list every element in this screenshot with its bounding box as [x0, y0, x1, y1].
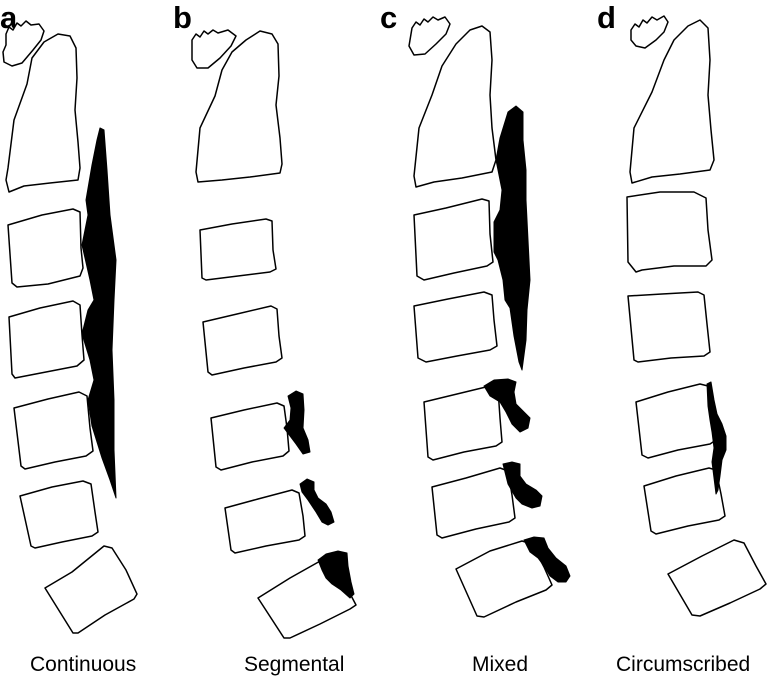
panel-d-c7-vertebra — [667, 539, 767, 617]
panel-c-c6-vertebra — [431, 467, 516, 539]
panel-c-letter: c — [380, 0, 397, 35]
panel-d: d Circumscribed — [597, 0, 767, 676]
panel-a-c4-vertebra — [8, 300, 85, 379]
panel-a-letter: a — [0, 0, 18, 35]
panel-b-segment-2 — [299, 478, 335, 526]
panel-c-segment-1 — [483, 378, 531, 433]
panel-b-letter: b — [173, 0, 192, 35]
panel-b-c6-vertebra — [224, 489, 306, 554]
panel-c-c7-vertebra — [455, 540, 553, 618]
panel-a-c2-vertebra — [5, 33, 81, 193]
panel-c-c4-vertebra — [413, 291, 498, 363]
panel-b-c3-vertebra — [199, 218, 277, 281]
panel-c-c5-vertebra — [423, 385, 503, 461]
panel-c-c3-vertebra — [413, 198, 494, 281]
panel-a-c5-vertebra — [13, 391, 94, 470]
panel-d-c2-vertebra — [629, 19, 715, 184]
panel-d-circumscribed-ossification — [706, 381, 727, 495]
panel-b-c5-vertebra — [210, 402, 290, 471]
panel-a-caption: Continuous — [30, 653, 136, 676]
panel-b-c2-vertebra — [195, 30, 283, 183]
panel-d-c4-vertebra — [627, 291, 711, 363]
panel-c-segment-2 — [502, 461, 543, 509]
panel-b-caption: Segmental — [244, 653, 344, 676]
panel-d-caption: Circumscribed — [616, 653, 750, 676]
panel-d-c6-vertebra — [643, 467, 726, 535]
panel-d-letter: d — [597, 0, 616, 35]
panel-c-segment-3 — [523, 536, 571, 583]
panel-a: a Continuous — [0, 0, 138, 676]
panel-d-c3-vertebra — [626, 191, 713, 273]
panel-c-c2-vertebra — [413, 25, 497, 188]
panel-d-atlas-arch — [630, 15, 669, 49]
panel-c-caption: Mixed — [472, 653, 528, 676]
panel-b-c4-vertebra — [202, 305, 283, 376]
panel-c-continuous-ossification — [493, 105, 531, 371]
panel-b: b Segmental — [173, 0, 357, 676]
panel-a-c7-vertebra — [44, 545, 138, 634]
panel-c-atlas-arch — [408, 16, 451, 56]
panel-c: c Mixed — [380, 0, 571, 676]
panel-a-atlas-arch — [2, 20, 45, 67]
panel-d-c5-vertebra — [635, 383, 717, 459]
panel-b-segment-1 — [283, 390, 311, 455]
panel-a-c6-vertebra — [19, 480, 99, 549]
panel-b-segment-3 — [317, 550, 355, 599]
panel-a-c3-vertebra — [7, 208, 84, 288]
panel-b-atlas-arch — [191, 29, 237, 69]
panel-a-continuous-ossification — [81, 127, 117, 499]
